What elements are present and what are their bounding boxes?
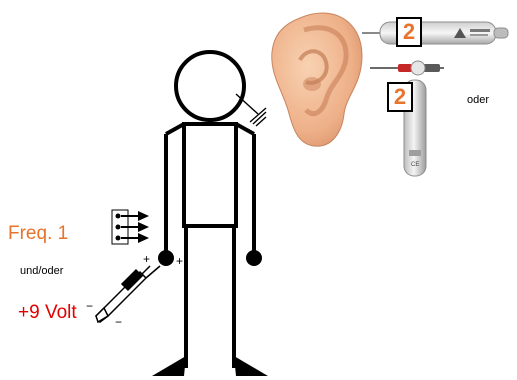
hand-electrode-icon (96, 264, 160, 322)
figure-head (176, 52, 244, 120)
device-number-bottom: 2 (387, 82, 413, 112)
stick-figure-icon (166, 52, 254, 368)
svg-text:CE: CE (411, 162, 419, 168)
signal-arrows-icon (112, 210, 149, 244)
voltage-label: +9 Volt (18, 303, 77, 322)
figure-left-shoulder (166, 124, 184, 134)
figure-right-shoulder (236, 124, 254, 134)
device-number-top: 2 (396, 17, 422, 47)
plus-sign-right: + (176, 255, 183, 267)
minus-sign-bottom: − (115, 316, 122, 328)
plus-sign-left: + (143, 253, 150, 265)
and-or-label: und/oder (20, 266, 63, 277)
ground-symbol-icon (236, 94, 266, 126)
left-foot (152, 356, 186, 376)
or-label: oder (467, 95, 489, 106)
electrode-device-icon (362, 22, 508, 44)
probe-device-icon: CE (370, 61, 444, 176)
left-hand (158, 250, 174, 266)
figure-torso (184, 124, 236, 226)
minus-sign-top: − (86, 300, 93, 312)
ear-icon (272, 13, 362, 146)
right-foot (234, 356, 268, 376)
right-hand (246, 250, 262, 266)
frequency-label: Freq. 1 (8, 224, 68, 243)
